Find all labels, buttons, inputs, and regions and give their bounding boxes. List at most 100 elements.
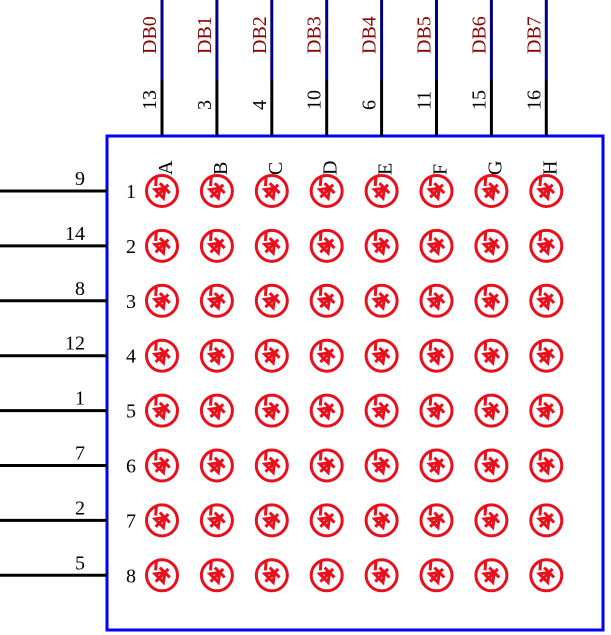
column-letter: E [375, 163, 397, 175]
led-icon [419, 228, 454, 263]
led-icon [364, 558, 399, 593]
led-icon [474, 283, 509, 318]
led-icon [364, 174, 399, 208]
led-icon [309, 503, 344, 538]
pin-number: 11 [414, 91, 436, 110]
led-icon [199, 503, 234, 538]
led-icon [474, 393, 509, 428]
led-icon [419, 558, 454, 593]
led-icon [309, 174, 344, 208]
led-icon [199, 283, 234, 318]
led-icon [145, 503, 179, 538]
pin-number: 2 [75, 497, 85, 519]
led-icon [254, 448, 289, 483]
led-icon [474, 228, 509, 263]
led-icon [254, 558, 289, 593]
pin-number: 14 [65, 223, 85, 245]
led-icon [199, 228, 234, 263]
pin-number: 6 [359, 100, 381, 110]
led-icon [529, 338, 564, 373]
led-icon [309, 283, 344, 318]
net-label: DB4 [359, 16, 381, 54]
led-icon [199, 448, 234, 483]
pin-number: 16 [523, 90, 545, 110]
led-icon [309, 448, 344, 483]
led-icon [474, 558, 509, 593]
led-icon [474, 448, 509, 483]
led-icon [199, 393, 234, 428]
led-icon [145, 393, 179, 428]
led-icon [364, 228, 399, 263]
led-icon [419, 283, 454, 318]
column-letter: D [320, 161, 342, 175]
pin-number: 8 [75, 278, 85, 300]
led-icon [309, 228, 344, 263]
net-label: DB0 [139, 16, 161, 54]
led-icon [254, 283, 289, 318]
led-icon [145, 448, 179, 483]
row-label: 1 [126, 181, 136, 203]
row-label: 3 [126, 291, 136, 313]
led-icon [474, 174, 509, 208]
pin-number: 9 [75, 168, 85, 190]
led-icon [145, 174, 179, 208]
row-label: 6 [126, 456, 136, 478]
led-icon [419, 174, 454, 208]
net-label: DB1 [194, 16, 216, 54]
pin-number: 12 [65, 333, 85, 355]
led-icon [474, 338, 509, 373]
row-label: 8 [126, 565, 136, 587]
led-icon [529, 283, 564, 318]
column-letter: F [430, 164, 452, 175]
led-icon [529, 174, 564, 208]
led-icon [254, 503, 289, 538]
row-label: 5 [126, 401, 136, 423]
pin-number: 7 [75, 443, 85, 465]
led-icon [254, 393, 289, 428]
net-label: DB6 [468, 16, 490, 54]
led-icon [309, 393, 344, 428]
led-icon [364, 503, 399, 538]
pin-number: 4 [249, 100, 271, 110]
net-label: DB5 [414, 16, 436, 54]
led-icon [309, 558, 344, 593]
net-label: DB2 [249, 16, 271, 54]
column-letter: H [539, 161, 561, 175]
led-icon [199, 558, 234, 593]
matrix-body [105, 134, 605, 632]
led-icon [364, 393, 399, 428]
led-icon [529, 503, 564, 538]
led-icon [254, 338, 289, 373]
led-icon [145, 283, 179, 318]
led-icon [145, 228, 179, 263]
pin-number: 1 [75, 388, 85, 410]
led-icon [419, 338, 454, 373]
column-letter: A [155, 160, 177, 175]
net-label: DB7 [523, 16, 545, 54]
pin-number: 15 [468, 90, 490, 110]
led-icon [419, 503, 454, 538]
led-icon [364, 283, 399, 318]
led-icon [145, 338, 179, 373]
led-icon [309, 338, 344, 373]
led-icon [529, 448, 564, 483]
led-icon [474, 503, 509, 538]
led-icon [254, 228, 289, 263]
led-icon [529, 558, 564, 593]
row-label: 2 [126, 236, 136, 258]
column-letter: C [265, 162, 287, 175]
pin-number: 13 [139, 90, 161, 110]
led-icon [419, 448, 454, 483]
row-label: 7 [126, 510, 136, 532]
pin-number: 3 [194, 100, 216, 110]
column-letter: B [210, 162, 232, 175]
led-icon [254, 174, 289, 208]
led-icon [364, 338, 399, 373]
led-icon [199, 174, 234, 208]
column-letter: G [484, 161, 506, 175]
led-icon [364, 448, 399, 483]
led-icon [145, 558, 179, 593]
led-icon [199, 338, 234, 373]
pin-number: 5 [75, 552, 85, 574]
